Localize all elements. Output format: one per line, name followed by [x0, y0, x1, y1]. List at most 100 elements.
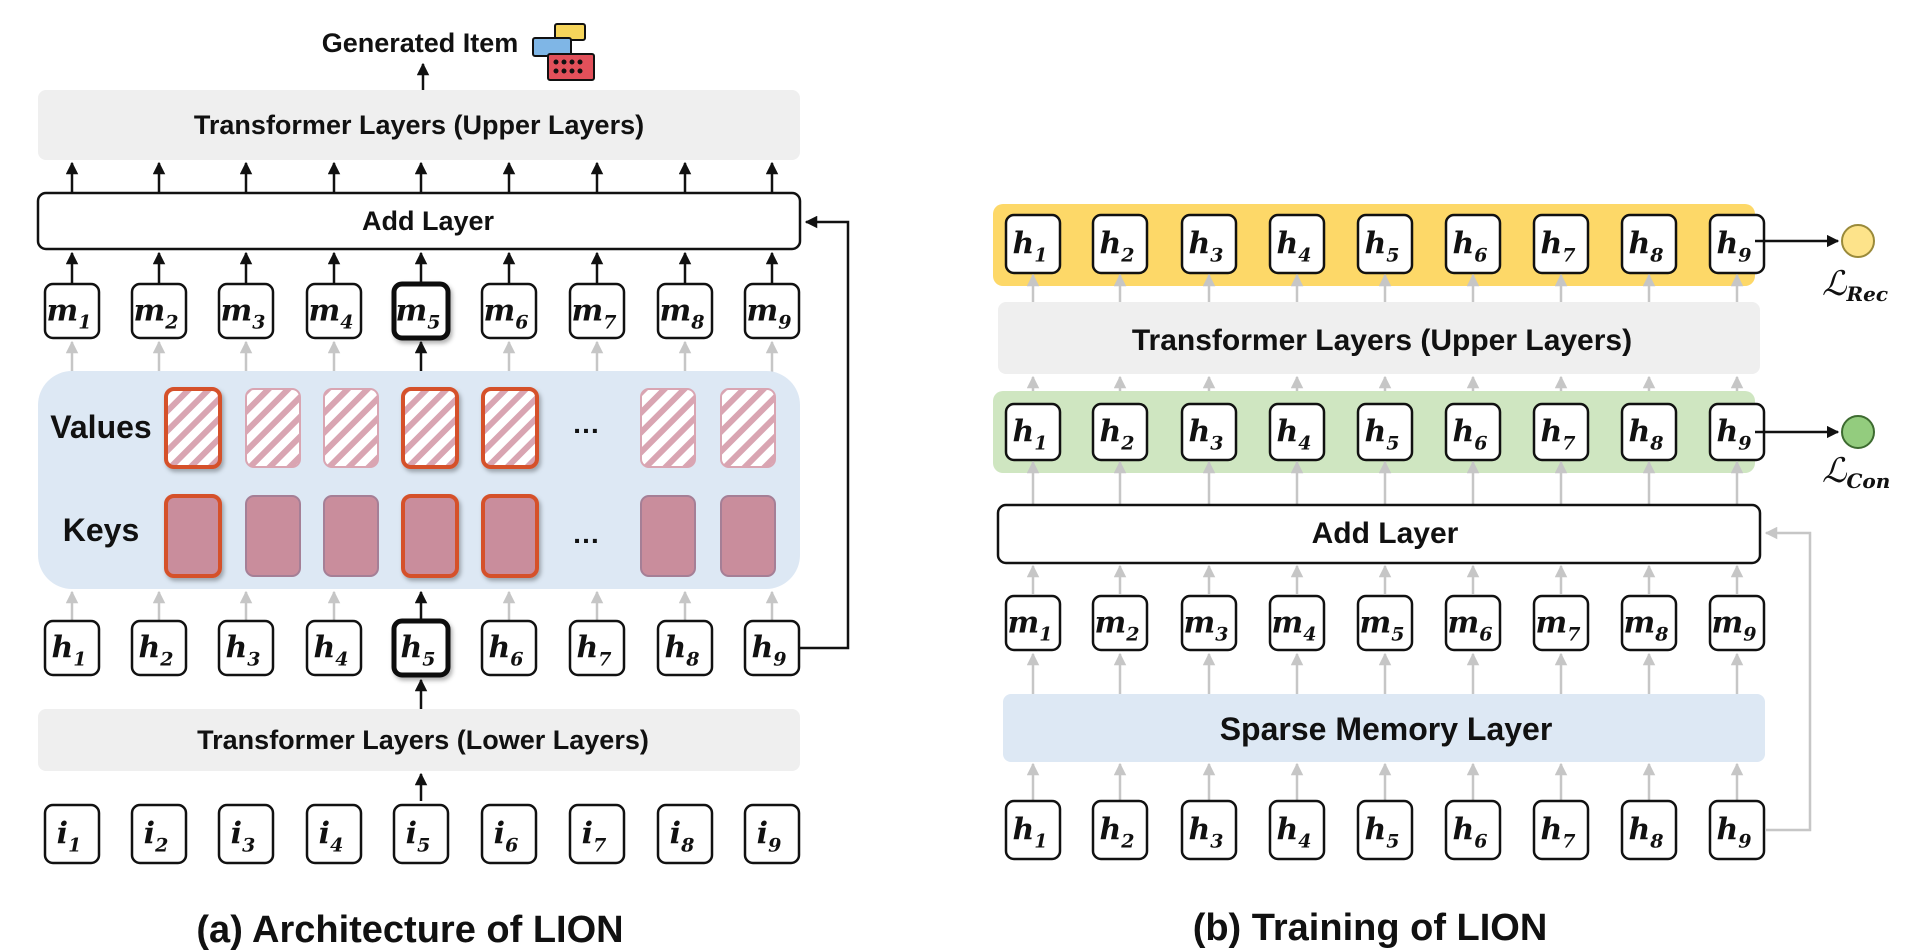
con-loss-label: ℒCon — [1822, 451, 1890, 493]
keys-label: Keys — [63, 512, 140, 548]
skip-connection-arrow-b — [1764, 526, 1812, 832]
rec-loss-node — [1841, 224, 1875, 258]
bottom-hidden-token: h9 — [1708, 799, 1766, 861]
token-label: i1 — [57, 817, 82, 857]
token-label: h6 — [1452, 813, 1487, 853]
memory-to-add-arrows — [65, 251, 779, 283]
hidden-token: h7 — [568, 619, 626, 677]
selected-key-slot — [401, 494, 459, 578]
token-label: h3 — [1188, 227, 1223, 267]
hidden-token: h6 — [480, 619, 538, 677]
token-label: h3 — [225, 631, 260, 671]
token-label: h9 — [751, 631, 786, 671]
lower-layers-box — [38, 709, 800, 771]
token-label: h6 — [488, 631, 523, 671]
mid-hidden-token: h5 — [1356, 402, 1414, 462]
token-label: h9 — [1716, 227, 1751, 267]
generated-item-label: Generated Item — [322, 28, 519, 58]
token-label: h3 — [1188, 415, 1223, 455]
token-label: h4 — [313, 631, 348, 671]
token-label: m7 — [572, 294, 617, 334]
key-slot — [720, 495, 776, 577]
memory-token: m6 — [480, 282, 538, 340]
add-layer-label-b: Add Layer — [1312, 517, 1459, 550]
top-hidden-token: h5 — [1356, 213, 1414, 275]
token-label: h2 — [1099, 227, 1134, 267]
upper-layers-box — [38, 90, 800, 160]
token-label: h4 — [1276, 227, 1311, 267]
input-token: i4 — [305, 803, 363, 865]
hidden-token: h4 — [305, 619, 363, 677]
bottom-hidden-token: h3 — [1180, 799, 1238, 861]
value-slots — [164, 387, 776, 469]
hidden-token: h5 — [391, 618, 451, 678]
token-label: h9 — [1716, 415, 1751, 455]
memory-token: m7 — [568, 282, 626, 340]
token-label: m3 — [221, 294, 266, 334]
token-label: h5 — [1364, 415, 1399, 455]
memory-token-b: m8 — [1620, 594, 1678, 652]
hidden-token: h3 — [217, 619, 275, 677]
token-label: h2 — [1099, 813, 1134, 853]
upper-to-top-arrows — [1026, 273, 1744, 302]
memory-token: m3 — [217, 282, 275, 340]
token-label: h7 — [576, 631, 611, 671]
key-slots — [164, 494, 776, 578]
memory-token-b: m1 — [1004, 594, 1062, 652]
hidden-token: h2 — [130, 619, 188, 677]
token-label: h1 — [1012, 227, 1047, 267]
token-label: i6 — [494, 817, 519, 857]
token-label: m9 — [1712, 606, 1757, 646]
token-label: h4 — [1276, 813, 1311, 853]
memory-token: m8 — [656, 282, 714, 340]
con-loss-node — [1841, 415, 1875, 449]
token-label: m8 — [1624, 606, 1669, 646]
key-slot — [323, 495, 379, 577]
key-slot — [640, 495, 696, 577]
token-label: m5 — [396, 294, 441, 334]
top-hidden-token: h1 — [1004, 213, 1062, 275]
token-label: i9 — [757, 817, 782, 857]
mid-hidden-token: h7 — [1532, 402, 1590, 462]
mid-hidden-token: h9 — [1708, 402, 1766, 462]
key-slot — [245, 495, 301, 577]
token-label: m1 — [47, 294, 92, 334]
caption-a: (a) Architecture of LION — [196, 909, 623, 950]
memory-token-b: m3 — [1180, 594, 1238, 652]
value-slot — [720, 388, 776, 468]
memory-token-b: m9 — [1708, 594, 1766, 652]
caption-b: (b) Training of LION — [1193, 907, 1548, 949]
mid-hidden-token: h2 — [1091, 402, 1149, 462]
values-ellipsis: … — [572, 408, 600, 439]
memory-token: m2 — [130, 282, 188, 340]
token-label: m6 — [1448, 606, 1493, 646]
value-slot — [323, 388, 379, 468]
add-layer-label: Add Layer — [362, 206, 495, 236]
memory-token-b: m7 — [1532, 594, 1590, 652]
keys-ellipsis: … — [572, 518, 600, 549]
memory-token-b: m4 — [1268, 594, 1326, 652]
token-label: m2 — [134, 294, 179, 334]
bottom-hidden-token: h5 — [1356, 799, 1414, 861]
token-label: h1 — [1012, 813, 1047, 853]
input-token: i3 — [217, 803, 275, 865]
add-to-mid-arrows — [1026, 460, 1744, 505]
hidden-to-keys-arrows — [65, 590, 779, 620]
bottom-hidden-token: h1 — [1004, 799, 1062, 861]
token-label: i3 — [231, 817, 256, 857]
token-label: h2 — [138, 631, 173, 671]
token-label: h6 — [1452, 415, 1487, 455]
token-label: m8 — [660, 294, 705, 334]
memory-token: m5 — [391, 281, 451, 341]
add-layer-box — [36, 191, 802, 251]
mid-hidden-token: h6 — [1444, 402, 1502, 462]
selected-value-slot — [481, 387, 539, 469]
memory-token-b: m5 — [1356, 594, 1414, 652]
